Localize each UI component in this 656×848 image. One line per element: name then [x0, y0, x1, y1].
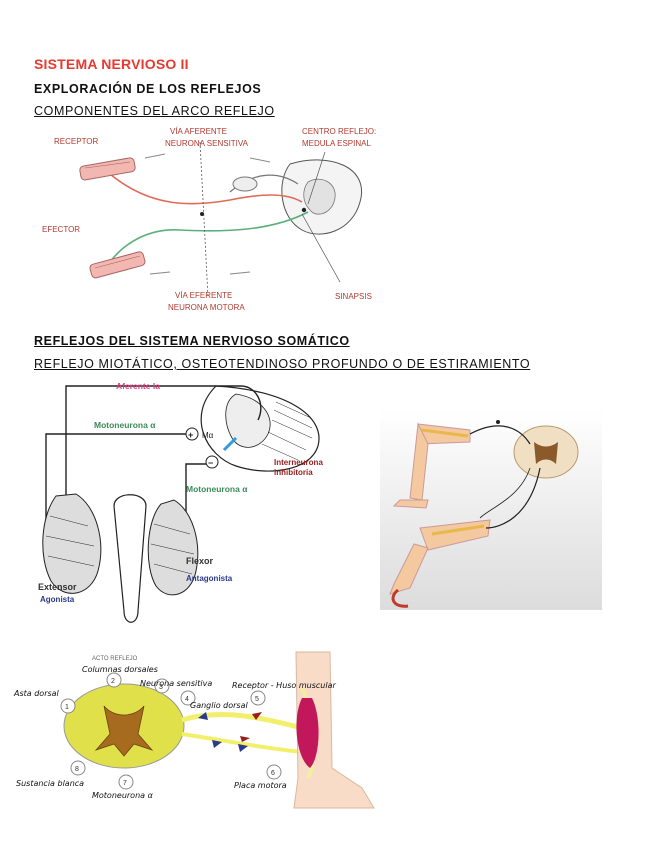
label-center-1: CENTRO REFLEJO:	[302, 127, 376, 136]
reflex-arc-diagram: RECEPTOR VÍA AFERENTE NEURONA SENSITIVA …	[42, 127, 376, 312]
label-motoneurona: Motoneurona α	[92, 791, 154, 800]
section-heading-components: COMPONENTES DEL ARCO REFLEJO	[34, 104, 275, 118]
label-effector: EFECTOR	[42, 225, 80, 234]
spinal-cord-section-graphic	[513, 425, 579, 479]
label-plus: +	[188, 430, 193, 440]
label-receptor: RECEPTOR	[54, 137, 99, 146]
subtitle: EXPLORACIÓN DE LOS REFLEJOS	[34, 82, 262, 96]
label-efferent-1: VÍA EFERENTE	[175, 291, 232, 300]
label-placa-motora: Placa motora	[234, 781, 287, 790]
marker-6: 6	[271, 770, 275, 777]
label-antagonist: Antagonista	[186, 574, 233, 583]
label-columnas-dorsales: Columnas dorsales	[82, 665, 158, 674]
label-interneuron-1: Interneurona	[274, 458, 323, 467]
label-synapse: SINAPSIS	[335, 292, 372, 301]
leg-upper-graphic	[392, 422, 471, 509]
label-asta-dorsal: Asta dorsal	[13, 689, 60, 698]
label-center-2: MEDULA ESPINAL	[302, 139, 371, 148]
myotatic-reflex-diagram: Aferente Ia Motoneurona α Motoneurona α …	[38, 381, 323, 623]
marker-4: 4	[185, 696, 189, 703]
label-afferent-ia: Aferente Ia	[116, 381, 160, 391]
label-ma: Mα	[202, 431, 214, 440]
marker-1: 1	[65, 704, 69, 711]
label-afferent-2: NEURONA SENSITIVA	[165, 139, 249, 148]
extensor-muscle-graphic	[42, 493, 102, 594]
marker-8: 8	[75, 766, 79, 773]
bone-graphic	[113, 494, 147, 623]
label-minus: −	[208, 458, 213, 468]
label-motoneuron-1: Motoneurona α	[94, 420, 156, 430]
reflex-act-diagram: 1 2 3 4 5 6 7 8 ACTO REFLEJO Asta dorsal…	[13, 651, 375, 809]
marker-5: 5	[255, 696, 259, 703]
label-efferent-2: NEURONA MOTORA	[168, 303, 245, 312]
marker-7: 7	[123, 780, 127, 787]
label-flexor: Flexor	[186, 556, 214, 566]
receptor-muscle-graphic	[79, 157, 136, 181]
label-acto-reflejo: ACTO REFLEJO	[92, 656, 138, 662]
label-neurona-sensitiva: Neurona sensitiva	[140, 679, 212, 688]
label-agonist: Agonista	[40, 595, 75, 604]
knee-reflex-illustration	[380, 408, 602, 610]
marker-2: 2	[111, 678, 115, 685]
label-receptor-huso: Receptor - Huso muscular	[232, 681, 336, 690]
section-heading-myotatic: REFLEJO MIOTÁTICO, OSTEOTENDINOSO PROFUN…	[34, 357, 531, 371]
label-ganglio-dorsal: Ganglio dorsal	[190, 701, 248, 710]
flexor-muscle-graphic	[147, 499, 199, 596]
label-afferent-1: VÍA AFERENTE	[170, 127, 227, 136]
leg-graphic	[293, 651, 375, 809]
marker-3: 3	[159, 684, 163, 691]
page-title: SISTEMA NERVIOSO II	[34, 56, 189, 72]
label-motoneuron-2: Motoneurona α	[186, 484, 248, 494]
label-interneuron-2: inhibitoria	[274, 468, 313, 477]
number-markers	[60, 672, 282, 790]
label-extensor: Extensor	[38, 582, 77, 592]
label-sustancia-blanca: Sustancia blanca	[16, 779, 84, 788]
section-heading-somatic: REFLEJOS DEL SISTEMA NERVIOSO SOMÁTICO	[34, 334, 350, 348]
leg-lower-graphic	[389, 519, 491, 608]
effector-muscle-graphic	[89, 251, 146, 279]
